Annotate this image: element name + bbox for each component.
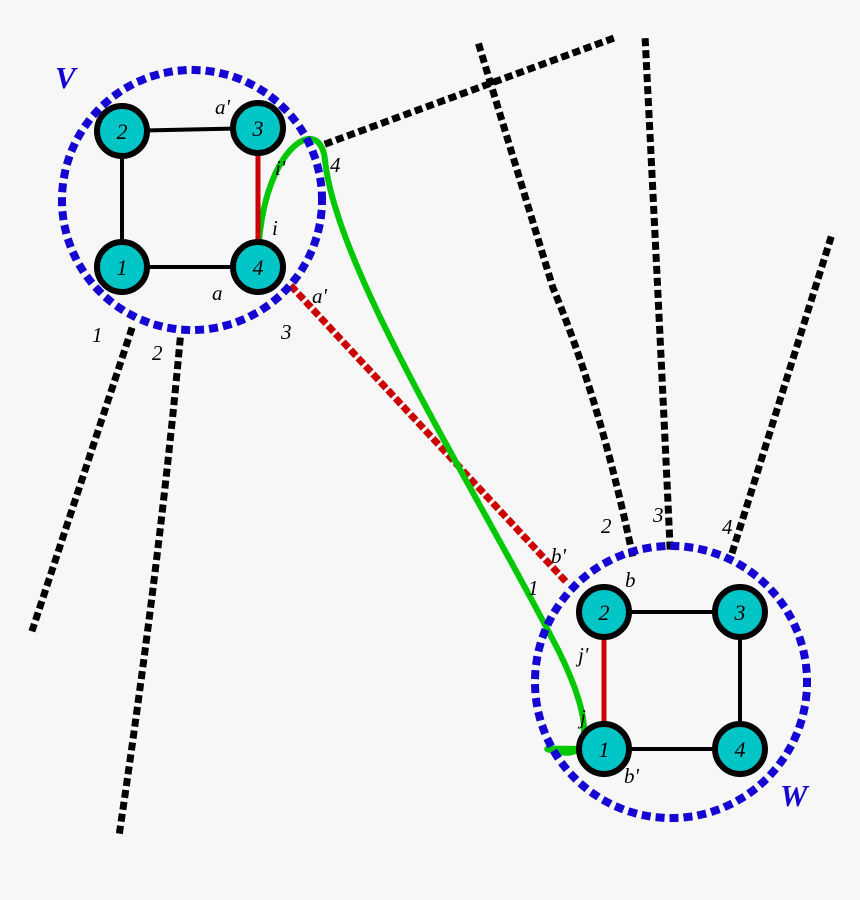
node-w3[interactable]: 3: [712, 584, 768, 640]
node-w2[interactable]: 2: [576, 584, 632, 640]
node-w1-label: 1: [599, 737, 610, 762]
node-w1-circle[interactable]: [576, 721, 632, 777]
half-edge-number-v-1: 1: [92, 323, 103, 347]
edge-label-v-top: a': [215, 95, 230, 119]
graph-edges-w: [601, 610, 742, 751]
half-edge-number-v-2: 2: [152, 341, 163, 365]
node-v4-label: 4: [253, 255, 264, 280]
node-v1[interactable]: 1: [94, 239, 150, 295]
green-connector-curve: [255, 136, 607, 756]
set-label-w: W: [780, 778, 808, 813]
edge-label-w-top: b: [625, 568, 636, 592]
node-v1-label: 1: [117, 255, 128, 280]
node-w2-label: 2: [599, 600, 610, 625]
half-edge-number-v-3: 3: [281, 320, 292, 344]
half-edge-w-4: [728, 226, 838, 555]
node-v4-circle[interactable]: [230, 239, 286, 295]
half-edge-number-w-2: 2: [601, 514, 612, 538]
half-edge-number-v-4: 4: [330, 153, 341, 177]
node-v3-label: 3: [252, 116, 264, 141]
node-w4[interactable]: 4: [712, 721, 768, 777]
set-circle-w: [531, 542, 811, 822]
node-w1[interactable]: 1: [576, 721, 632, 777]
edge-label-v-out: a': [312, 284, 327, 308]
node-v3-circle[interactable]: [230, 100, 286, 156]
half-edge-w-2: [473, 37, 637, 558]
edge-label-v-right-upper: i': [275, 156, 286, 180]
node-w3-label: 3: [734, 600, 746, 625]
edge-label-w-bottom: b': [624, 764, 639, 788]
node-v2-label: 2: [117, 119, 128, 144]
half-edge-v-4: [323, 33, 619, 148]
node-v2[interactable]: 2: [94, 103, 150, 159]
node-v4[interactable]: 4: [230, 239, 286, 295]
node-w4-circle[interactable]: [712, 721, 768, 777]
edge-label-v-right-lower: i: [272, 216, 278, 240]
edge-label-w-left-lower: j: [580, 705, 586, 729]
red-dotted-connector: [288, 283, 575, 591]
set-label-v: V: [55, 60, 76, 95]
graph-nodes-v: 2 3 1 4: [94, 100, 286, 295]
edge-label-v-bottom: a: [212, 281, 223, 305]
edge-label-w-out: b': [551, 544, 566, 568]
set-circle-v: [58, 66, 326, 334]
half-edge-number-w-4: 4: [722, 515, 733, 539]
node-v3[interactable]: 3: [230, 100, 286, 156]
half-edge-number-w-1: 1: [528, 576, 539, 600]
node-w4-label: 4: [735, 737, 746, 762]
half-edge-v-2: [115, 337, 184, 840]
graph-nodes-w: 2 3 1 4: [576, 584, 768, 777]
half-edge-group-v: [28, 33, 619, 840]
half-edge-number-w-3: 3: [653, 503, 664, 527]
node-v1-circle[interactable]: [94, 239, 150, 295]
node-w2-circle[interactable]: [576, 584, 632, 640]
half-edge-v-1: [28, 326, 136, 633]
half-edge-w-3: [641, 32, 674, 550]
node-v2-circle[interactable]: [94, 103, 150, 159]
node-w3-circle[interactable]: [712, 584, 768, 640]
edge-label-w-left-upper: j': [578, 643, 589, 667]
half-edge-group-w: [473, 32, 838, 558]
